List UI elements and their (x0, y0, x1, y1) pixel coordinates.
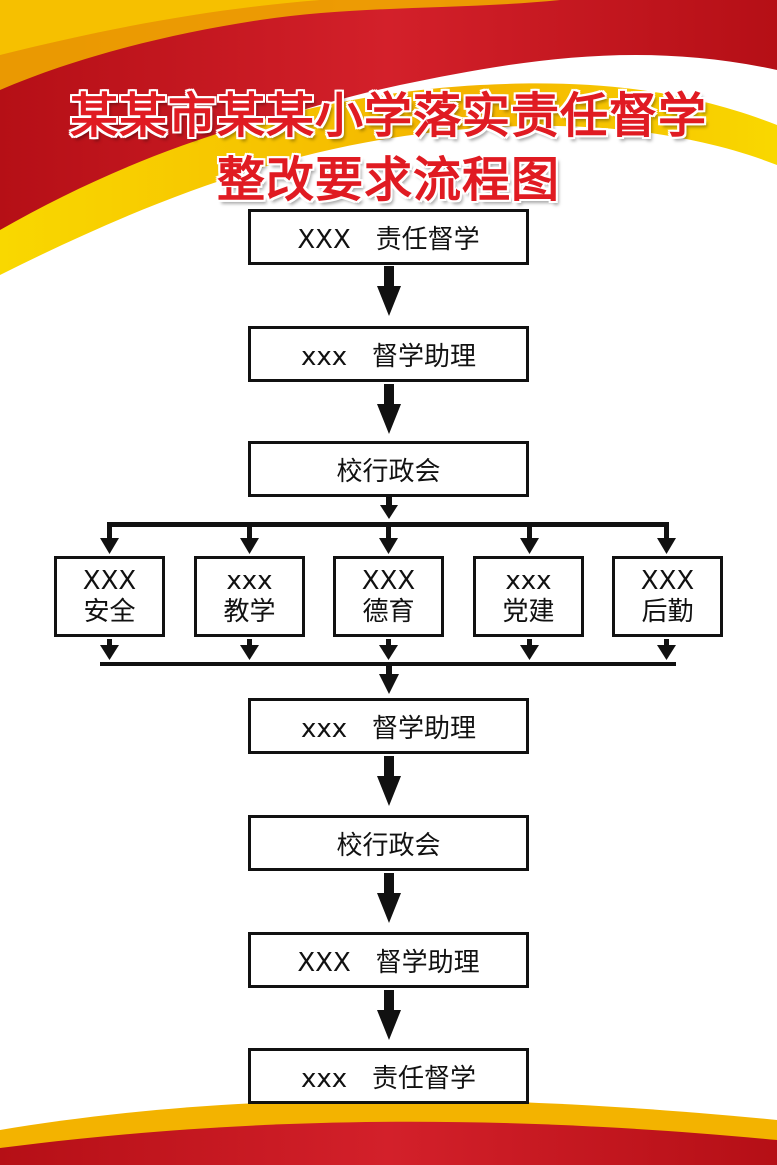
branch-moral-education-label: 德育 (362, 596, 415, 627)
flow-step-supervisor-assistant-2: xxx 督学助理 (248, 698, 529, 754)
arrow-1-2 (377, 266, 401, 316)
flow-step-responsible-supervisor: XXX 责任督学 (248, 209, 529, 265)
branch-safety-owner: XXX (82, 565, 137, 596)
branch-moral-education-owner: XXX (361, 565, 416, 596)
merge-connector (100, 639, 676, 694)
title-line-2: 整改要求流程图 (216, 152, 560, 208)
branch-teaching: xxx 教学 (194, 556, 305, 637)
branch-party-building-label: 党建 (502, 596, 555, 627)
title-line-1: 某某市某某小学落实责任督学 (69, 88, 707, 144)
flow-step-school-admin-meeting-2: 校行政会 (248, 815, 529, 871)
flow-step-school-admin-meeting: 校行政会 (248, 441, 529, 497)
branch-teaching-owner: xxx (226, 565, 273, 596)
branch-party-building: xxx 党建 (473, 556, 584, 637)
arrow-5-6 (377, 873, 401, 923)
branch-moral-education: XXX 德育 (333, 556, 444, 637)
arrow-4-5 (377, 756, 401, 806)
branch-safety: XXX 安全 (54, 556, 165, 637)
flow-step-responsible-supervisor-2: xxx 责任督学 (248, 1048, 529, 1104)
branch-party-building-owner: xxx (505, 565, 552, 596)
arrow-6-7 (377, 990, 401, 1040)
branch-safety-label: 安全 (83, 596, 136, 627)
flow-step-supervisor-assistant: xxx 督学助理 (248, 326, 529, 382)
branch-logistics: XXX 后勤 (612, 556, 723, 637)
branch-logistics-owner: XXX (640, 565, 695, 596)
branch-teaching-label: 教学 (223, 596, 276, 627)
branch-logistics-label: 后勤 (641, 596, 694, 627)
arrow-2-3 (377, 384, 401, 434)
split-connector (100, 497, 676, 554)
flow-step-supervisor-assistant-3: XXX 督学助理 (248, 932, 529, 988)
